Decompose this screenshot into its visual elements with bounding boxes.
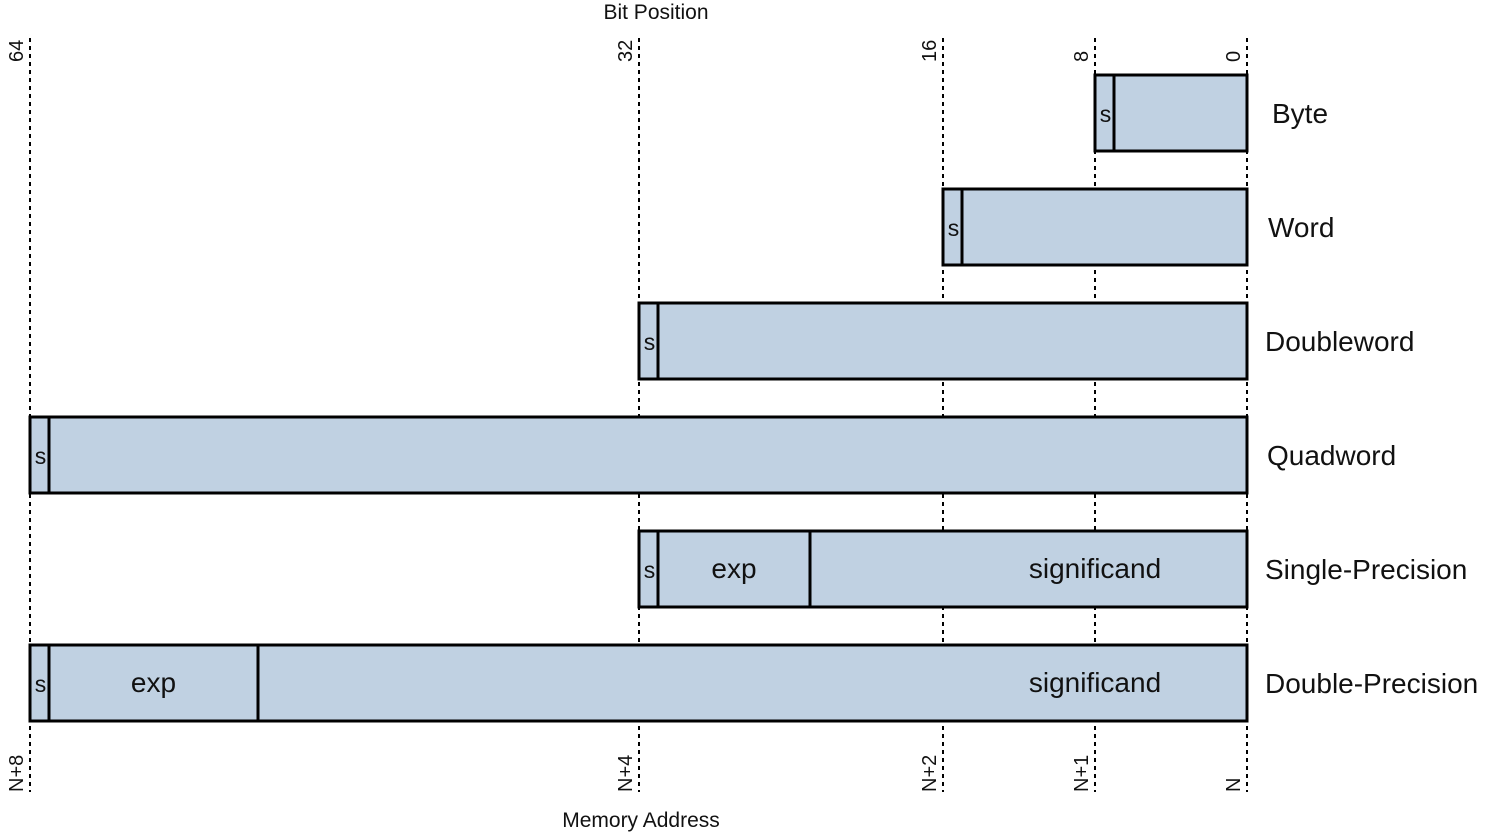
address-label-n-plus-4: N+4 [615,755,637,792]
doubleword-label: Doubleword [1265,326,1414,357]
bit-label-16: 16 [919,40,941,62]
bit-label-0: 0 [1223,51,1245,62]
byte-bar [1093,73,1249,153]
row-quadword: s Quadword [28,415,1396,495]
row-doubleword: s Doubleword [637,301,1414,381]
double-precision-label: Double-Precision [1265,668,1478,699]
quadword-field-sign: s [35,443,47,469]
doubleword-bar [637,301,1249,381]
doubleword-field-sign: s [644,329,656,355]
double-precision-bar [28,643,1249,723]
bit-position-title: Bit Position [603,1,708,24]
single-precision-field-sign: s [644,557,656,583]
row-double-precision: s exp significand Double-Precision [28,643,1478,723]
bit-label-32: 32 [615,40,637,62]
address-label-n-plus-8: N+8 [6,755,28,792]
byte-field-sign: s [1100,101,1112,127]
bit-label-8: 8 [1071,51,1093,62]
double-precision-field-significand: significand [1029,667,1161,698]
quadword-bar [28,415,1249,495]
memory-address-title: Memory Address [562,809,720,832]
single-precision-label: Single-Precision [1265,554,1467,585]
bit-position-ticks: 64 32 16 8 0 [6,40,1245,62]
single-precision-bar [637,529,1249,609]
word-label: Word [1268,212,1334,243]
single-precision-field-exp: exp [711,553,756,584]
address-label-n-plus-1: N+1 [1071,755,1093,792]
word-bar [941,187,1249,267]
double-precision-field-sign: s [35,671,47,697]
double-precision-field-exp: exp [131,667,176,698]
byte-label: Byte [1272,98,1328,129]
quadword-label: Quadword [1267,440,1396,471]
row-word: s Word [941,187,1334,267]
row-byte: s Byte [1093,73,1328,153]
bit-guide-lines [29,38,1248,792]
row-single-precision: s exp significand Single-Precision [637,529,1467,609]
address-label-n: N [1223,778,1245,792]
word-field-sign: s [948,215,960,241]
single-precision-field-significand: significand [1029,553,1161,584]
bit-label-64: 64 [6,40,28,62]
address-label-n-plus-2: N+2 [919,755,941,792]
